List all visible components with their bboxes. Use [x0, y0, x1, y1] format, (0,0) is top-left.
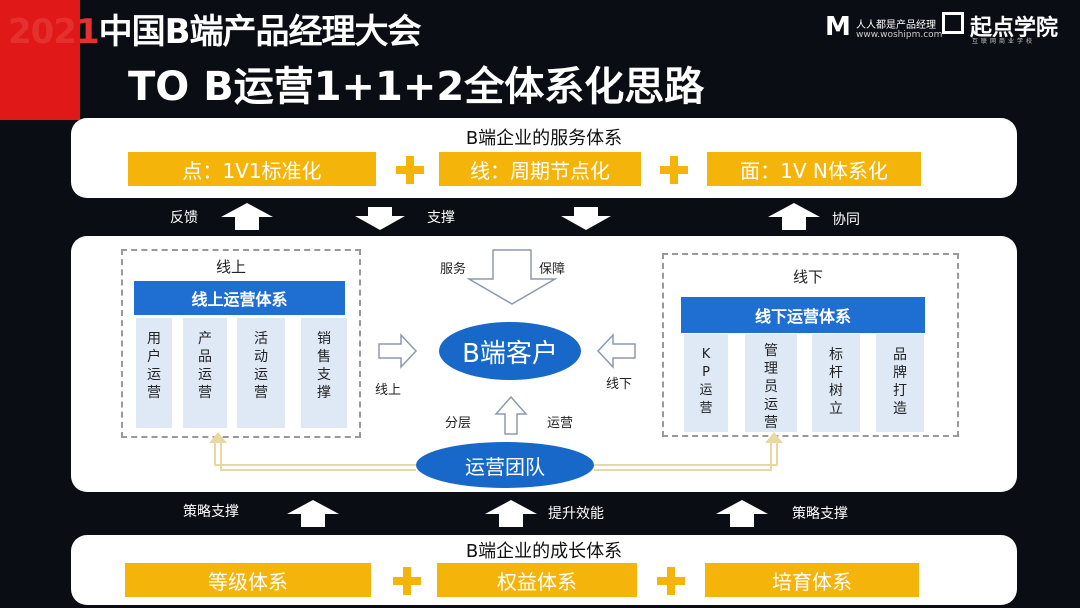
service-label: 服务 — [440, 262, 467, 277]
qidian-logo-icon — [942, 12, 964, 34]
up-outline-arrow — [494, 395, 528, 435]
team-to-online-connector — [214, 442, 416, 466]
strategy-label-left: 策略支撑 — [183, 504, 239, 520]
support-down-arrow-left — [355, 207, 405, 230]
support-label: 支撑 — [427, 210, 455, 226]
team-to-offline-connector-inner — [594, 442, 772, 471]
offline-arrow-label: 线下 — [606, 377, 633, 392]
efficiency-label: 提升效能 — [548, 506, 604, 522]
strategy-up-arrow-right — [716, 500, 768, 527]
offline-connector-arrowhead — [765, 432, 783, 443]
ops-team-node: 运营团队 — [416, 442, 594, 488]
online-group-label: 线上 — [216, 258, 247, 276]
growth-item-level: 等级体系 — [125, 563, 371, 597]
service-item-point: 点：1V1标准化 — [128, 152, 376, 186]
woshipm-logo-name: 人人都是产品经理 — [856, 20, 936, 31]
support-down-arrow-right — [561, 207, 611, 230]
service-item-line: 线：周期节点化 — [439, 152, 641, 186]
online-group — [121, 249, 361, 438]
team-to-offline-connector — [594, 442, 778, 466]
service-system-panel: B端企业的服务体系 点：1V1标准化 线：周期节点化 面：1V N体系化 — [71, 118, 1017, 198]
online-connector-arrowhead — [209, 432, 227, 443]
growth-system-title: B端企业的成长体系 — [465, 541, 623, 562]
online-col-activity: 活动运营 — [237, 318, 285, 428]
collab-up-arrow — [768, 203, 820, 230]
page-title: TO B运营1+1+2全体系化思路 — [128, 64, 705, 110]
offline-group-label: 线下 — [793, 268, 824, 286]
feedback-up-arrow — [221, 203, 273, 230]
online-arrow-label: 线上 — [375, 383, 402, 398]
right-outline-arrow — [378, 333, 418, 369]
plus-icon — [396, 156, 424, 184]
growth-system-panel: B端企业的成长体系 等级体系 权益体系 培育体系 — [71, 535, 1017, 605]
red-accent-bar — [0, 0, 80, 120]
qidian-logo-subtitle: 互联网商业学校 — [972, 38, 1036, 45]
operate-label: 运营 — [547, 416, 574, 431]
operations-panel: 线上 线上运营体系 用户运营 产品运营 活动运营 销售支撑 线下 线下运营体系 … — [71, 236, 1017, 492]
growth-item-rights: 权益体系 — [437, 563, 637, 597]
down-outline-arrow — [466, 249, 558, 305]
online-system-header: 线上运营体系 — [134, 281, 345, 315]
woshipm-logo-icon: M — [825, 12, 851, 42]
service-item-surface: 面：1V N体系化 — [707, 152, 921, 186]
center-connectors — [209, 249, 783, 471]
feedback-label: 反馈 — [170, 210, 198, 226]
plus-icon — [393, 567, 421, 595]
online-col-user: 用户运营 — [136, 318, 172, 428]
conference-name: 中国B端产品经理大会 — [98, 12, 422, 52]
layer-label: 分层 — [445, 416, 472, 431]
conference-year: 2021 — [8, 12, 100, 52]
conference-title: 2021中国B端产品经理大会 — [8, 4, 422, 53]
woshipm-logo-url: www.woshipm.com — [856, 30, 943, 40]
offline-col-brand: 品牌打造 — [876, 334, 924, 432]
plus-icon — [660, 156, 688, 184]
b-customer-node: B端客户 — [439, 322, 581, 380]
service-system-title: B端企业的服务体系 — [465, 128, 623, 149]
offline-system-header: 线下运营体系 — [681, 297, 925, 333]
team-to-online-connector-inner — [220, 442, 416, 471]
qidian-logo-name: 起点学院 — [970, 16, 1059, 41]
offline-col-kp: KP运营 — [684, 334, 728, 432]
offline-group — [662, 253, 959, 437]
offline-col-admin: 管理员运营 — [745, 334, 797, 432]
online-col-product: 产品运营 — [183, 318, 227, 428]
collab-label: 协同 — [832, 212, 860, 228]
efficiency-up-arrow — [485, 500, 537, 527]
strategy-up-arrow-left — [287, 500, 339, 527]
left-outline-arrow — [596, 333, 636, 369]
growth-item-cultivation: 培育体系 — [705, 563, 919, 597]
strategy-label-right: 策略支撑 — [792, 506, 848, 522]
offline-col-benchmark: 标杆树立 — [812, 334, 860, 432]
online-col-sales: 销售支撑 — [301, 318, 347, 428]
plus-icon — [657, 567, 685, 595]
guarantee-label: 保障 — [539, 262, 566, 277]
